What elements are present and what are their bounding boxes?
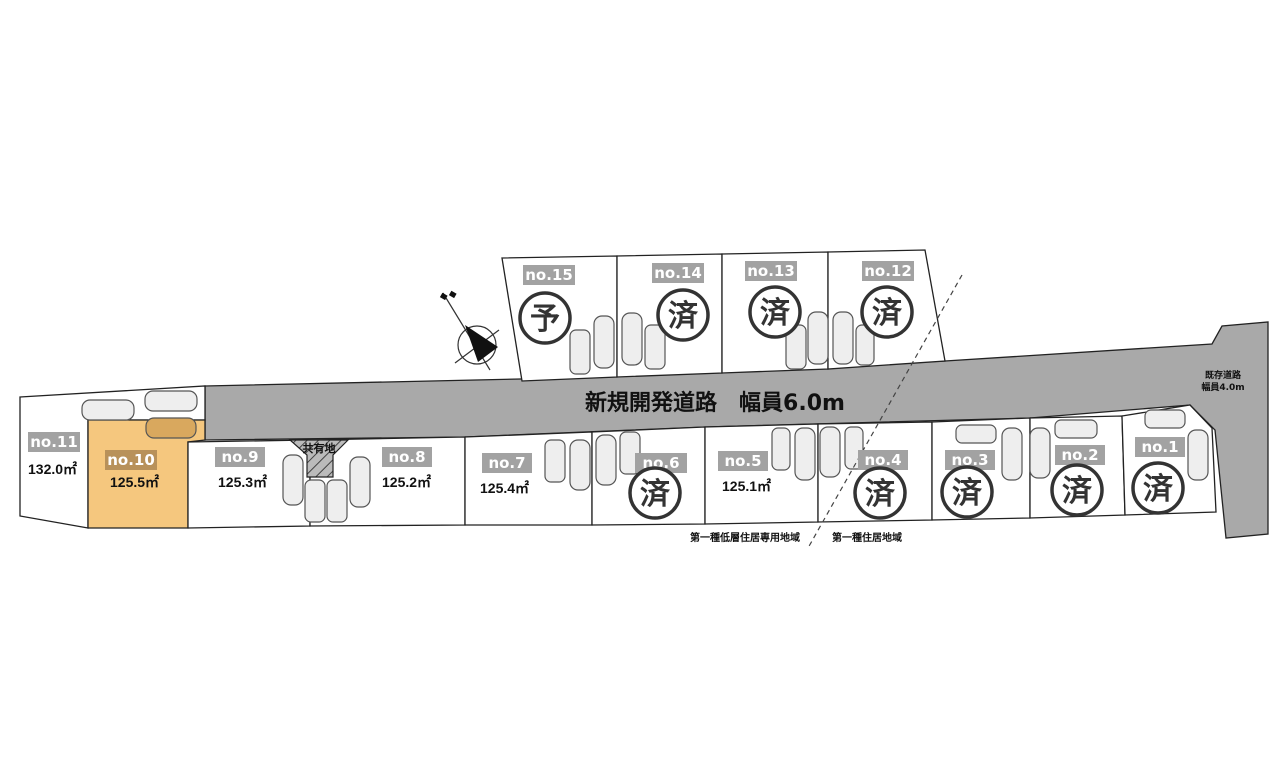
svg-text:済: 済 (952, 476, 983, 511)
svg-text:no.13: no.13 (747, 262, 795, 280)
zone-label-left: 第一種低層住居専用地域 (690, 531, 800, 544)
svg-text:済: 済 (1143, 472, 1174, 507)
stamp-no13: 済 (748, 285, 802, 339)
badge-no1: no.1 (1135, 437, 1185, 457)
existing-road-width: 幅員4.0m (1201, 381, 1244, 393)
svg-text:no.7: no.7 (488, 454, 525, 472)
badge-no3: no.3 (945, 450, 995, 470)
badge-no15: no.15 (523, 265, 575, 285)
badge-no4: no.4 (858, 450, 908, 470)
zone-boundary-line (807, 274, 963, 549)
badge-no10: no.10 (105, 450, 157, 470)
svg-text:no.8: no.8 (388, 448, 425, 466)
svg-text:済: 済 (865, 477, 896, 512)
main-road-label: 新規開発道路 幅員6.0m (585, 390, 845, 416)
svg-text:済: 済 (760, 296, 791, 331)
stamp-no3: 済 (940, 465, 994, 519)
svg-text:済: 済 (872, 296, 903, 331)
svg-text:no.11: no.11 (30, 433, 78, 451)
existing-road-label: 既存道路 (1205, 369, 1242, 381)
badge-no12: no.12 (862, 261, 914, 281)
stamp-no6: 済 (628, 466, 682, 520)
stamp-no15: 予 (518, 291, 572, 345)
svg-text:no.14: no.14 (654, 264, 702, 282)
svg-text:no.9: no.9 (221, 448, 258, 466)
area-no10: 125.5㎡ (110, 474, 159, 490)
svg-text:no.3: no.3 (951, 451, 988, 469)
badge-no14: no.14 (652, 263, 704, 283)
svg-text:予: 予 (530, 302, 560, 337)
zone-label-right: 第一種住居地域 (832, 531, 902, 544)
lot-labels: no.11 132.0㎡ no.10 125.5㎡ no.9 125.3㎡ no… (28, 261, 1185, 496)
svg-text:no.12: no.12 (864, 262, 912, 280)
badge-no2: no.2 (1055, 445, 1105, 465)
badge-no7: no.7 (482, 453, 532, 473)
stamp-no4: 済 (853, 466, 907, 520)
stamp-no14: 済 (656, 288, 710, 342)
badge-no13: no.13 (745, 261, 797, 281)
svg-text:済: 済 (1062, 474, 1093, 509)
svg-text:no.15: no.15 (525, 266, 573, 284)
svg-text:no.5: no.5 (724, 452, 761, 470)
area-no11: 132.0㎡ (28, 461, 77, 477)
common-land (288, 439, 350, 478)
area-no9: 125.3㎡ (218, 474, 267, 490)
status-stamps: 予 済 済 済 済 済 済 済 済 (518, 285, 1185, 520)
area-no7: 125.4㎡ (480, 480, 529, 496)
badge-no8: no.8 (382, 447, 432, 467)
car-icons (81, 311, 1209, 523)
common-land-label: 共有地 (303, 441, 336, 455)
badge-no5: no.5 (718, 451, 768, 471)
area-no8: 125.2㎡ (382, 474, 431, 490)
svg-text:no.4: no.4 (864, 451, 901, 469)
svg-text:no.1: no.1 (1141, 438, 1178, 456)
badge-no11: no.11 (28, 432, 80, 452)
stamp-no2: 済 (1050, 463, 1104, 517)
svg-text:no.10: no.10 (107, 451, 155, 469)
badge-no9: no.9 (215, 447, 265, 467)
svg-text:no.2: no.2 (1061, 446, 1098, 464)
north-arrow-icon (439, 290, 500, 371)
area-no5: 125.1㎡ (722, 478, 771, 494)
svg-text:済: 済 (668, 299, 699, 334)
stamp-no12: 済 (860, 285, 914, 339)
svg-text:済: 済 (640, 477, 671, 512)
stamp-no1: 済 (1131, 461, 1185, 515)
